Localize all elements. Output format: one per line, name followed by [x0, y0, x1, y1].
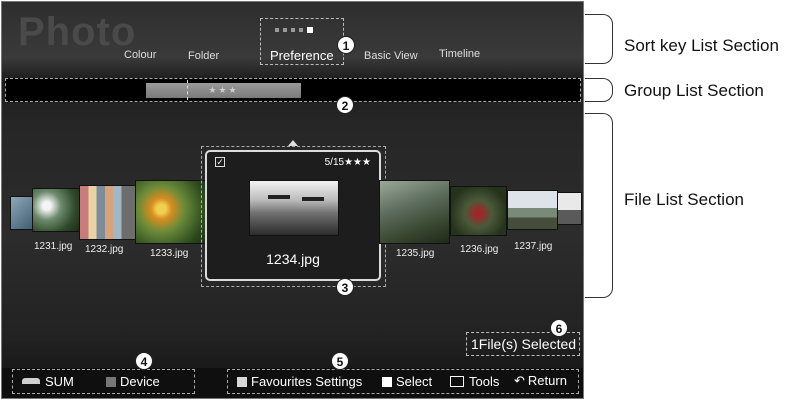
favourites-square-icon [237, 377, 247, 387]
badge-2: 2 [336, 96, 354, 114]
selection-status-frame [466, 332, 580, 356]
thumbnail-1233[interactable] [135, 180, 209, 244]
device-label: Device [120, 374, 160, 389]
group-tab[interactable]: ★★★ [146, 83, 301, 98]
selection-status: 1File(s) Selected [471, 336, 577, 352]
sort-page-dots [275, 27, 313, 33]
focused-file-position: 5/15 [324, 157, 345, 168]
sort-key-timeline[interactable]: Timeline [439, 48, 481, 60]
focused-file-name: 1234.jpg [266, 251, 320, 267]
group-list-section-label: Group List Section [624, 81, 764, 100]
thumbnail-1235[interactable] [379, 180, 450, 244]
file-name-1237: 1237.jpg [514, 241, 553, 252]
sort-key-preference[interactable]: Preference [270, 48, 334, 63]
device-item[interactable]: Device [106, 374, 160, 389]
tools-label: Tools [469, 374, 500, 389]
sort-key-folder[interactable]: Folder [188, 50, 220, 62]
focused-file-card[interactable]: ✓ 5/15★★★ 1234.jpg [205, 150, 381, 281]
favourites-label: Favourites Settings [251, 374, 363, 389]
sort-key-basic-view[interactable]: Basic View [364, 50, 418, 62]
sort-key-bracket [585, 14, 613, 64]
file-name-1236: 1236.jpg [460, 244, 499, 255]
group-list-bracket [585, 78, 613, 102]
sort-key-section-label: Sort key List Section [624, 36, 779, 55]
file-list-section-label: File List Section [624, 190, 744, 209]
focused-file-rating: ★★★ [344, 157, 371, 168]
select-square-icon [382, 377, 392, 387]
group-marker [187, 80, 188, 100]
sum-item[interactable]: SUM [22, 374, 74, 389]
focused-file-info: 5/15★★★ [325, 157, 371, 168]
return-label: Return [527, 373, 567, 388]
return-button[interactable]: ↶Return [514, 373, 567, 389]
thumbnail-edge-right [557, 192, 582, 225]
hut-shape [268, 195, 290, 209]
thumbnail-1231[interactable] [32, 188, 80, 232]
return-icon: ↶ [514, 373, 525, 388]
sum-label: SUM [45, 374, 74, 389]
scroll-up-icon[interactable] [288, 140, 298, 146]
file-name-1235: 1235.jpg [396, 248, 435, 259]
thumbnail-edge-left [10, 196, 34, 230]
thumbnail-1236[interactable] [450, 186, 507, 236]
badge-3: 3 [336, 278, 354, 296]
thumbnail-1232[interactable] [79, 185, 136, 240]
tv-screen: Photo Colour Folder Preference Basic Vie… [1, 1, 584, 399]
screen-title: Photo [18, 10, 137, 54]
tools-icon [450, 376, 464, 387]
file-list-bracket [585, 113, 613, 298]
checkbox-checked-icon[interactable]: ✓ [215, 157, 225, 167]
control-guide-frame [227, 369, 579, 394]
file-name-1231: 1231.jpg [34, 241, 73, 252]
select-button[interactable]: Select [382, 374, 432, 389]
tools-button[interactable]: Tools [450, 374, 499, 389]
select-label: Select [396, 374, 433, 389]
device-nav-frame [12, 369, 195, 394]
group-list-bar: ★★★ [5, 78, 581, 102]
focused-photo [249, 180, 339, 236]
sort-key-colour[interactable]: Colour [124, 49, 157, 61]
badge-6: 6 [550, 319, 568, 337]
badge-5: 5 [331, 352, 349, 370]
file-name-1232: 1232.jpg [85, 244, 124, 255]
badge-1: 1 [337, 36, 355, 54]
hut-shape [302, 197, 324, 209]
thumbnail-1237[interactable] [507, 190, 558, 230]
favourites-settings-button[interactable]: Favourites Settings [237, 374, 362, 389]
badge-4: 4 [135, 352, 153, 370]
usb-icon [22, 378, 40, 384]
file-name-1233: 1233.jpg [150, 248, 189, 259]
device-square-icon [106, 377, 116, 387]
